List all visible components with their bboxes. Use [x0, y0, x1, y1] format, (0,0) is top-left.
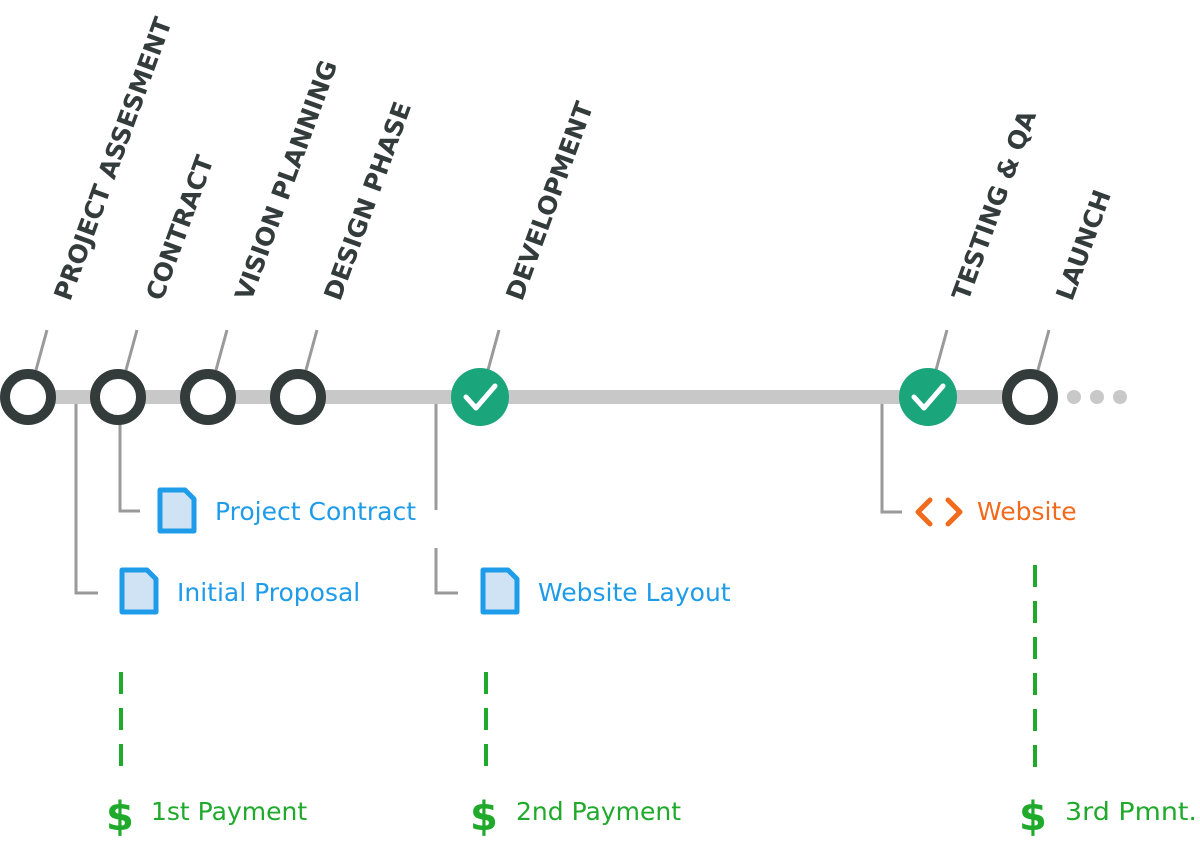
deliverable-website: Website — [915, 497, 1077, 527]
deliverable-project-contract: Project Contract — [157, 487, 416, 534]
milestone-node-project-assesment — [0, 369, 56, 425]
payment-3: $ 3rd Pmnt. — [1019, 794, 1197, 840]
deliverable-label: Website — [977, 497, 1077, 526]
open-circle-icon — [270, 369, 326, 425]
deliverable-initial-proposal: Initial Proposal — [119, 567, 360, 615]
milestone-labels: PROJECT ASSESMENT CONTRACT VISION PLANNI… — [48, 14, 1117, 304]
milestone-node-vision-planning — [180, 369, 236, 425]
milestone-leaders — [34, 329, 1051, 371]
deliverable-connectors — [74, 404, 902, 595]
milestone-label-testing-qa: TESTING & QA — [946, 106, 1042, 304]
document-icon — [119, 567, 159, 615]
document-icon — [157, 487, 197, 534]
milestone-label-contract: CONTRACT — [140, 152, 219, 304]
deliverable-label: Website Layout — [538, 578, 731, 607]
check-circle-icon — [451, 368, 509, 426]
deliverable-label: Project Contract — [215, 497, 416, 526]
milestone-node-launch — [1002, 369, 1058, 425]
open-circle-icon — [0, 369, 56, 425]
open-circle-icon — [180, 369, 236, 425]
deliverable-website-layout: Website Layout — [480, 567, 731, 615]
milestone-label-design-phase: DESIGN PHASE — [318, 98, 417, 304]
milestone-label-launch: LAUNCH — [1050, 186, 1117, 304]
milestone-node-contract — [90, 369, 146, 425]
milestone-node-testing-qa — [899, 368, 957, 426]
payment-label: 3rd Pmnt. — [1065, 797, 1197, 826]
dollar-icon: $ — [1019, 794, 1047, 840]
document-icon — [480, 567, 520, 615]
dollar-icon: $ — [470, 794, 498, 840]
ellipsis-icon — [1067, 390, 1127, 404]
payment-1: $ 1st Payment — [106, 794, 307, 840]
open-circle-icon — [1002, 369, 1058, 425]
payment-connectors — [119, 565, 1037, 770]
code-brackets-icon — [915, 497, 963, 527]
deliverable-label: Initial Proposal — [177, 578, 360, 607]
milestone-label-development: DEVELOPMENT — [500, 98, 599, 304]
payment-label: 1st Payment — [151, 797, 307, 826]
milestone-nodes — [0, 368, 1058, 426]
check-circle-icon — [899, 368, 957, 426]
dollar-icon: $ — [106, 794, 134, 840]
payment-label: 2nd Payment — [516, 797, 681, 826]
milestone-node-design-phase — [270, 369, 326, 425]
payment-2: $ 2nd Payment — [470, 794, 681, 840]
milestone-label-vision-planning: VISION PLANNING — [229, 56, 343, 304]
milestone-node-development — [451, 368, 509, 426]
open-circle-icon — [90, 369, 146, 425]
